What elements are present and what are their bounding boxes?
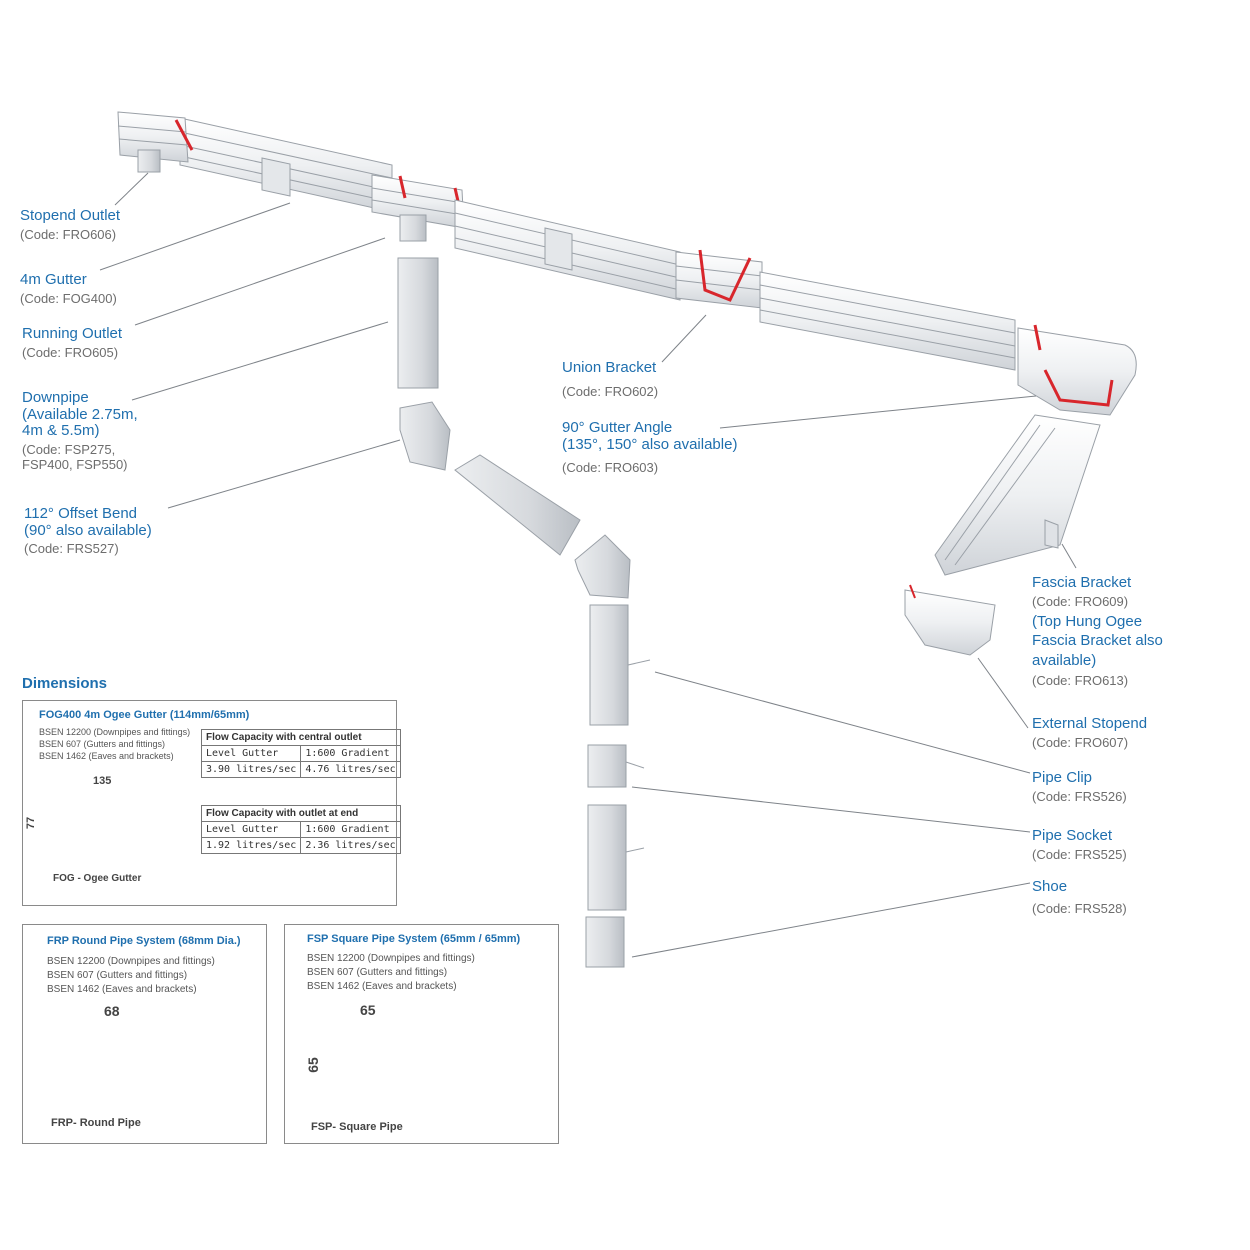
label-union-bracket: Union Bracket (Code: FRO602) xyxy=(562,359,659,399)
leader-lines xyxy=(99,172,1077,958)
flow-table-header: Flow Capacity with central outlet xyxy=(201,729,401,746)
gutter-section-3 xyxy=(759,271,1016,371)
label-code: (Code: FOG400) xyxy=(20,290,117,306)
frp-diameter-dim: 68 xyxy=(101,1003,123,1019)
frp-standards: BSEN 12200 (Downpipes and fittings) BSEN… xyxy=(47,955,215,997)
flow-col: 1:600 Gradient xyxy=(300,821,401,838)
gutter-section-angled xyxy=(934,414,1101,576)
dimensions-heading: Dimensions xyxy=(22,675,108,692)
label-title: 90° Gutter Angle xyxy=(562,419,673,436)
label-external-stopend: External Stopend (Code: FRO607) xyxy=(1032,715,1148,750)
label-note-3: available) xyxy=(1032,651,1097,669)
flow-table-central: Flow Capacity with central outlet Level … xyxy=(200,729,401,778)
flow-val: 4.76 litres/sec xyxy=(300,761,401,778)
label-code: (Code: FRS525) xyxy=(1032,846,1127,862)
flow-val: 1.92 litres/sec xyxy=(200,837,302,854)
label-pipe-clip: Pipe Clip (Code: FRS526) xyxy=(1032,769,1127,804)
label-fascia-bracket: Fascia Bracket (Code: FRO609) (Top Hung … xyxy=(1032,574,1163,689)
fsp-caption: FSP- Square Pipe xyxy=(311,1121,403,1133)
label-offset-bend: 112° Offset Bend (90° also available) (C… xyxy=(24,505,152,556)
label-line3: 4m & 5.5m) xyxy=(22,422,100,439)
flow-col: Level Gutter xyxy=(200,821,302,838)
stopend-outlet-part xyxy=(117,111,194,173)
label-downpipe: Downpipe (Available 2.75m, 4m & 5.5m) (C… xyxy=(22,389,138,472)
label-title: Union Bracket xyxy=(562,359,657,376)
standard-line: BSEN 1462 (Eaves and brackets) xyxy=(47,984,197,995)
label-code: (Code: FRO602) xyxy=(562,383,659,399)
label-line2: (Available 2.75m, xyxy=(22,405,138,423)
downpipe-assembly xyxy=(397,257,651,968)
fog-width-dim: 135 xyxy=(93,775,112,787)
label-shoe: Shoe (Code: FRS528) xyxy=(1032,878,1127,916)
fog-dimensions-box: FOG400 4m Ogee Gutter (114mm/65mm) BSEN … xyxy=(22,700,401,906)
fog-standards: BSEN 12200 (Downpipes and fittings) BSEN… xyxy=(39,726,190,762)
frp-caption: FRP- Round Pipe xyxy=(51,1117,141,1129)
flow-col: 1:600 Gradient xyxy=(300,745,401,762)
standard-line: BSEN 12200 (Downpipes and fittings) xyxy=(307,953,475,964)
label-title: Pipe Clip xyxy=(1032,769,1093,786)
standard-line: BSEN 607 (Gutters and fittings) xyxy=(47,970,188,981)
label-code-2: FSP400, FSP550) xyxy=(22,456,128,472)
label-4m-gutter: 4m Gutter (Code: FOG400) xyxy=(20,271,117,306)
fog-caption: FOG - Ogee Gutter xyxy=(53,873,142,884)
standard-line: BSEN 1462 (Eaves and brackets) xyxy=(307,981,457,992)
fog-box-title: FOG400 4m Ogee Gutter (114mm/65mm) xyxy=(39,709,250,721)
label-running-outlet: Running Outlet (Code: FRO605) xyxy=(22,325,123,360)
gutter-angle-part xyxy=(1017,324,1137,416)
label-title: Running Outlet xyxy=(22,325,123,342)
label-code: (Code: FRO605) xyxy=(22,344,119,360)
label-note-1: (Top Hung Ogee xyxy=(1032,612,1143,630)
label-gutter-angle: 90° Gutter Angle (135°, 150° also availa… xyxy=(562,419,738,475)
label-code: (Code: FSP275, xyxy=(22,441,116,457)
frp-dimensions-box: FRP Round Pipe System (68mm Dia.) BSEN 1… xyxy=(22,924,267,1144)
label-note-2: Fascia Bracket also xyxy=(1032,632,1163,650)
label-title: Downpipe xyxy=(22,389,89,406)
fsp-height-dim: 65 xyxy=(304,1057,321,1073)
standard-line: BSEN 1462 (Eaves and brackets) xyxy=(39,751,174,761)
gutter-section-1 xyxy=(179,117,393,213)
flow-table-end: Flow Capacity with outlet at end Level G… xyxy=(200,805,401,854)
flow-val: 3.90 litres/sec xyxy=(200,761,302,778)
label-code: (Code: FRO603) xyxy=(562,460,659,475)
standard-line: BSEN 12200 (Downpipes and fittings) xyxy=(39,727,191,737)
label-code: (Code: FRS528) xyxy=(1032,900,1127,916)
label-code: (Code: FRO606) xyxy=(20,226,117,242)
label-note-code: (Code: FRO613) xyxy=(1032,673,1129,689)
fsp-standards: BSEN 12200 (Downpipes and fittings) BSEN… xyxy=(307,952,475,994)
label-line2: (90° also available) xyxy=(24,521,152,539)
fsp-dimensions-box: FSP Square Pipe System (65mm / 65mm) BSE… xyxy=(284,924,559,1144)
label-pipe-socket: Pipe Socket (Code: FRS525) xyxy=(1032,827,1127,862)
label-code: (Code: FRS527) xyxy=(24,541,119,556)
standard-line: BSEN 607 (Gutters and fittings) xyxy=(39,739,166,749)
flow-col: Level Gutter xyxy=(200,745,302,762)
label-code: (Code: FRO609) xyxy=(1032,593,1129,609)
external-stopend-part xyxy=(904,584,996,656)
label-line2: (135°, 150° also available) xyxy=(562,435,738,453)
running-outlet-part xyxy=(371,174,465,242)
union-bracket-part xyxy=(675,249,763,309)
label-title: Stopend Outlet xyxy=(20,207,121,224)
label-title: Fascia Bracket xyxy=(1032,574,1132,591)
label-code: (Code: FRS526) xyxy=(1032,788,1127,804)
fsp-width-dim: 65 xyxy=(357,1002,379,1018)
fog-depth-dim: 77 xyxy=(25,816,38,830)
label-title: 112° Offset Bend xyxy=(24,505,138,522)
standard-line: BSEN 12200 (Downpipes and fittings) xyxy=(47,956,215,967)
flow-val: 2.36 litres/sec xyxy=(300,837,401,854)
label-title: Pipe Socket xyxy=(1032,827,1113,844)
fsp-box-title: FSP Square Pipe System (65mm / 65mm) xyxy=(307,933,521,945)
flow-table-header: Flow Capacity with outlet at end xyxy=(201,805,401,822)
label-code: (Code: FRO607) xyxy=(1032,734,1129,750)
frp-box-title: FRP Round Pipe System (68mm Dia.) xyxy=(47,935,241,947)
label-title: External Stopend xyxy=(1032,715,1148,732)
gutter-section-2 xyxy=(454,199,681,301)
label-title: 4m Gutter xyxy=(20,271,87,288)
label-title: Shoe xyxy=(1032,878,1068,895)
standard-line: BSEN 607 (Gutters and fittings) xyxy=(307,967,448,978)
label-stopend-outlet: Stopend Outlet (Code: FRO606) xyxy=(20,207,121,242)
